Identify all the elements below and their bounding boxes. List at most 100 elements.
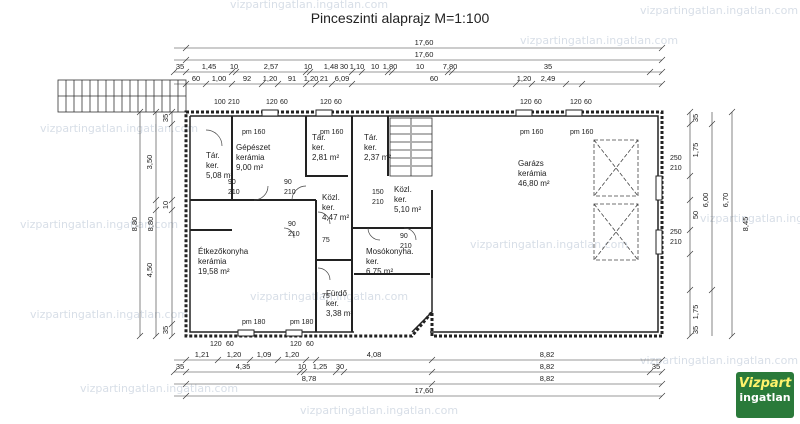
dim-top-row4: 1,20 [263, 74, 278, 83]
dim-top-row4: 6,09 [335, 74, 350, 83]
room-label-line: Tár. [206, 151, 220, 160]
dimension-lines [136, 44, 736, 400]
dim-top-row4: 1,20 [517, 74, 532, 83]
dim-top-row4: 1,20 [304, 74, 319, 83]
dim-bottom-row1: 8,82 [540, 350, 555, 359]
room-label-line: ker. [394, 195, 407, 204]
internal-stair [389, 117, 433, 177]
room-label-line: 5,08 m² [206, 171, 233, 180]
dim-top-row3: 30 [340, 62, 348, 71]
room-label-line: ker. [312, 143, 325, 152]
opening-label: 250 [670, 155, 682, 162]
logo-line1: Vizpart [738, 376, 792, 391]
watermark-text: vizpartingatlan.ingatlan.com [640, 354, 798, 367]
dim-bottom-total-left: 8,78 [302, 374, 317, 383]
watermark-text: vizpartingatlan.ingatlan.com [520, 34, 678, 47]
room-label-line: Fürdő [326, 289, 347, 298]
garage-doors [593, 139, 639, 261]
room-label-line: ker. [206, 161, 219, 170]
dim-top-row3: 10 [230, 62, 238, 71]
dim-left: 8,80 [130, 217, 139, 232]
dim-top-row3: 35 [544, 62, 552, 71]
dim-bottom-row1: 4,08 [367, 350, 382, 359]
opening-label: pm 180 [290, 319, 313, 326]
room-label-line: Közl. [322, 193, 340, 202]
opening-label: 120 [210, 341, 222, 348]
dim-top-row3: 10 [371, 62, 379, 71]
opening-label: pm 180 [242, 319, 265, 326]
dim-bottom-row2: 35 [652, 362, 660, 371]
opening-label: 120 [520, 99, 532, 106]
room-label-line: 6,75 m² [366, 267, 393, 276]
dim-left: 10 [161, 201, 170, 209]
room-kozl2: Közl.ker.5,10 m² [394, 185, 421, 214]
watermark-text: vizpartingatlan.ingatlan.com [640, 4, 798, 17]
room-label-line: ker. [364, 143, 377, 152]
room-label-line: 3,38 m² [326, 309, 353, 318]
room-label-line: 46,80 m² [518, 179, 550, 188]
opening-label: pm 160 [520, 129, 543, 136]
door-swings [205, 129, 417, 281]
dim-bottom-total-right: 8,82 [540, 374, 555, 383]
inner-walls [190, 116, 433, 332]
room-label-line: Tár. [364, 133, 378, 142]
external-stair [57, 79, 187, 113]
opening-label: 60 [306, 341, 314, 348]
room-moso: Mosókonyha.ker.6,75 m² [366, 247, 414, 276]
opening-label: 60 [534, 99, 542, 106]
dim-right: 1,75 [691, 305, 700, 320]
dim-top-row3: 35 [176, 62, 184, 71]
room-label-line: ker. [326, 299, 339, 308]
room-label-line: kerámia [518, 169, 547, 178]
room-label-line: Garázs [518, 159, 544, 168]
dim-top-row4: 60 [430, 74, 438, 83]
room-label-line: Gépészet [236, 143, 271, 152]
opening-label: pm 160 [242, 129, 265, 136]
room-label-line: 9,00 m² [236, 163, 263, 172]
room-label-line: ker. [366, 257, 379, 266]
windows [237, 109, 663, 337]
watermark-text: vizpartingatlan.ingatlan.com [30, 308, 188, 321]
opening-label: pm 160 [570, 129, 593, 136]
opening-label: 75 [322, 293, 330, 300]
dim-bottom-row2: 10 [298, 362, 306, 371]
opening-label: 120 [290, 341, 302, 348]
dim-top-row4: 2,49 [541, 74, 556, 83]
opening-label: 250 [670, 229, 682, 236]
opening-label: 90 [284, 179, 292, 186]
watermarks: vizpartingatlan.ingatlan.com vizpartingat… [20, 0, 800, 417]
dim-right: 35 [691, 114, 700, 122]
room-tar2: Tár.ker.2,81 m² [312, 133, 339, 162]
dim-left: 4,50 [145, 263, 154, 278]
watermark-text: vizpartingatlan.ingatlan.com [700, 212, 800, 225]
dim-left: 8,80 [146, 217, 155, 232]
opening-label: 150 [372, 189, 384, 196]
watermark-text: vizpartingatlan.ingatlan.com [250, 290, 408, 303]
dim-top-row3: 7,80 [443, 62, 458, 71]
opening-label: 60 [584, 99, 592, 106]
dim-top-row3: 1,48 [324, 62, 339, 71]
opening-label: 120 [266, 99, 278, 106]
dim-top-row3: 1,45 [202, 62, 217, 71]
opening-label: 60 [334, 99, 342, 106]
watermark-text: vizpartingatlan.ingatlan.com [300, 404, 458, 417]
dim-top-row3: 1,80 [383, 62, 398, 71]
logo-line2: ingatlan [739, 391, 791, 404]
dim-top-row3: 2,57 [264, 62, 279, 71]
dim-bottom-row2: 4,35 [236, 362, 251, 371]
watermark-text: vizpartingatlan.ingatlan.com [20, 218, 178, 231]
dim-top-row3: 1,10 [350, 62, 365, 71]
dim-left: 3,50 [145, 155, 154, 170]
room-label-line: 2,81 m² [312, 153, 339, 162]
opening-label: 120 [320, 99, 332, 106]
watermark-text: vizpartingatlan.ingatlan.com [80, 382, 238, 395]
opening-label: 90 [228, 179, 236, 186]
watermark-text: vizpartingatlan.ingatlan.com [40, 122, 198, 135]
dim-top-row3: 10 [416, 62, 424, 71]
dim-top-row3: 10 [304, 62, 312, 71]
